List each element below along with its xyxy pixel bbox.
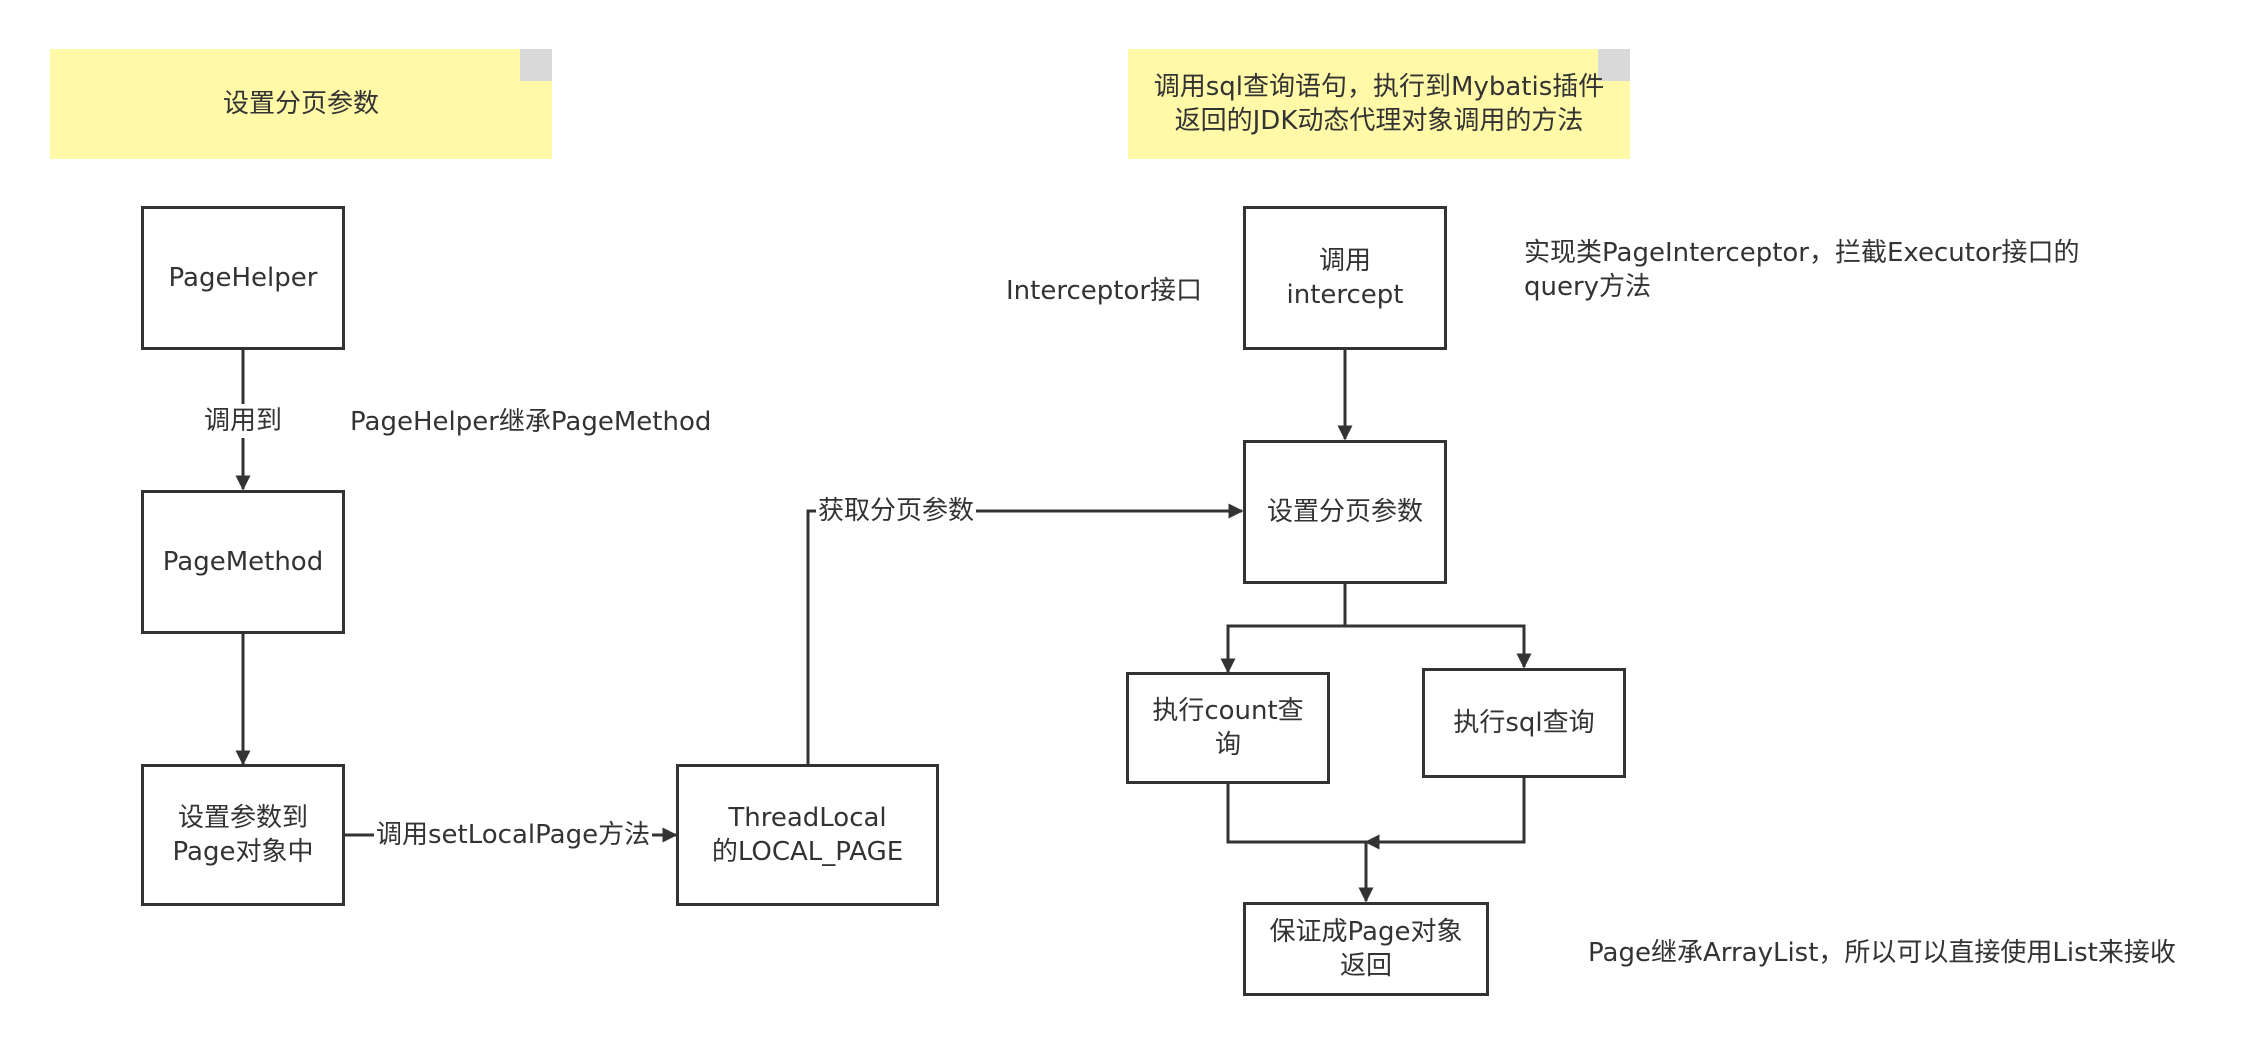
- note-fold-corner: [1598, 49, 1630, 81]
- edge-setpageparams-to-sql: [1345, 624, 1532, 669]
- node-threadlocal: ThreadLocal 的LOCAL_PAGE: [676, 764, 939, 906]
- node-set-params-to-page: 设置参数到 Page对象中: [141, 764, 345, 906]
- annotation-interceptor-interface: Interceptor接口: [1006, 276, 1203, 306]
- node-pagemethod: PageMethod: [141, 490, 345, 634]
- note-call-sql-plugin: 调用sql查询语句，执行到Mybatis插件 返回的JDK动态代理对象调用的方法: [1128, 49, 1630, 159]
- annotation-page-arraylist: Page继承ArrayList，所以可以直接使用List来接收: [1588, 938, 2176, 968]
- node-exec-count: 执行count查 询: [1126, 672, 1330, 784]
- note-text: 设置分页参数: [222, 89, 379, 119]
- edge-label-call-set-local-page: 调用setLocalPage方法: [374, 818, 653, 852]
- note-fold-corner: [520, 49, 552, 81]
- annotation-impl-class: 实现类PageInterceptor，拦截Executor接口的 query方法: [1524, 238, 2080, 302]
- edge-count-to-wrap: [1226, 784, 1374, 903]
- edge-setpageparams-to-count: [1220, 584, 1347, 674]
- edge-sql-to-wrap: [1364, 778, 1526, 850]
- node-set-page-params: 设置分页参数: [1243, 440, 1447, 584]
- note-text: 调用sql查询语句，执行到Mybatis插件 返回的JDK动态代理对象调用的方法: [1153, 72, 1605, 136]
- edge-threadlocal-to-setpageparams: [806, 503, 1244, 764]
- edge-label-call-to: 调用到: [202, 404, 285, 438]
- note-set-page-params: 设置分页参数: [50, 49, 552, 159]
- edge-label-get-page-params: 获取分页参数: [816, 494, 977, 528]
- node-call-intercept: 调用 intercept: [1243, 206, 1447, 350]
- annotation-inherits-page-method: PageHelper继承PageMethod: [350, 407, 712, 437]
- node-pagehelper: PageHelper: [141, 206, 345, 350]
- node-exec-sql: 执行sql查询: [1422, 668, 1626, 778]
- node-wrap-page: 保证成Page对象 返回: [1243, 902, 1489, 996]
